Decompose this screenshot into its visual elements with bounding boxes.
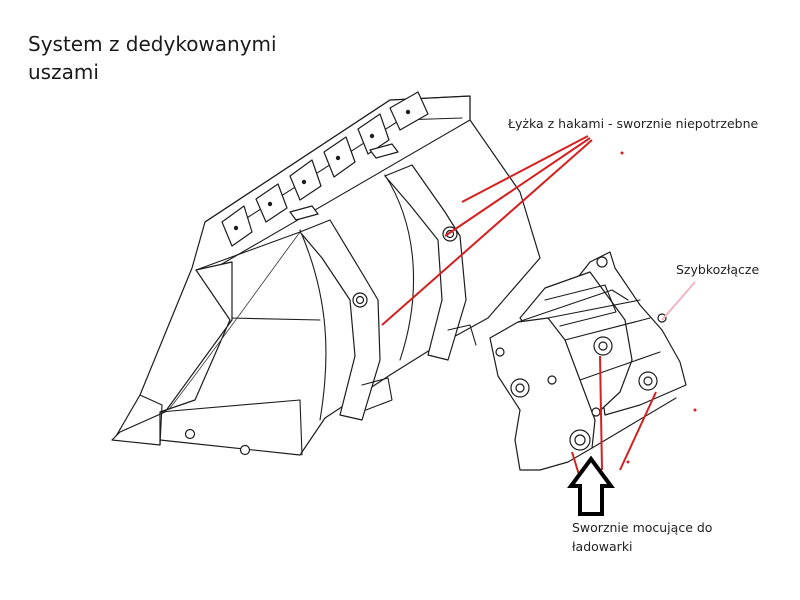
coupler-front-plate bbox=[489, 317, 596, 471]
pins-label-line-1: Sworznie mocujące do bbox=[572, 520, 713, 535]
leader-coupler bbox=[661, 281, 696, 321]
red-dot bbox=[620, 151, 624, 155]
red-dot bbox=[693, 408, 697, 412]
red-dot bbox=[626, 460, 630, 464]
up-arrow-icon bbox=[567, 455, 615, 516]
leader-bucket-2 bbox=[444, 137, 591, 237]
bucket-drawing bbox=[111, 91, 541, 456]
bucket-label: Łyżka z hakami - sworznie niepotrzebne bbox=[508, 116, 759, 131]
bucket-side-plate bbox=[111, 261, 233, 446]
leader-pin-3 bbox=[619, 391, 657, 471]
coupler-label: Szybkozłącze bbox=[676, 262, 760, 277]
leader-pin-2 bbox=[599, 355, 603, 471]
diagram-title-line-1: System z dedykowanymi bbox=[28, 32, 277, 56]
leader-bucket-3 bbox=[381, 139, 593, 326]
pins-label: Sworznie mocujące do ładowarki bbox=[572, 518, 712, 556]
bucket-hook-plates bbox=[299, 164, 477, 421]
pins-label-line-2: ładowarki bbox=[572, 539, 633, 554]
bucket-top-ribs bbox=[221, 91, 429, 247]
leader-bucket-1 bbox=[461, 135, 589, 203]
quick-coupler-drawing bbox=[489, 251, 687, 471]
leader-lines bbox=[381, 135, 697, 479]
diagram-title-line-2: uszami bbox=[28, 60, 99, 84]
